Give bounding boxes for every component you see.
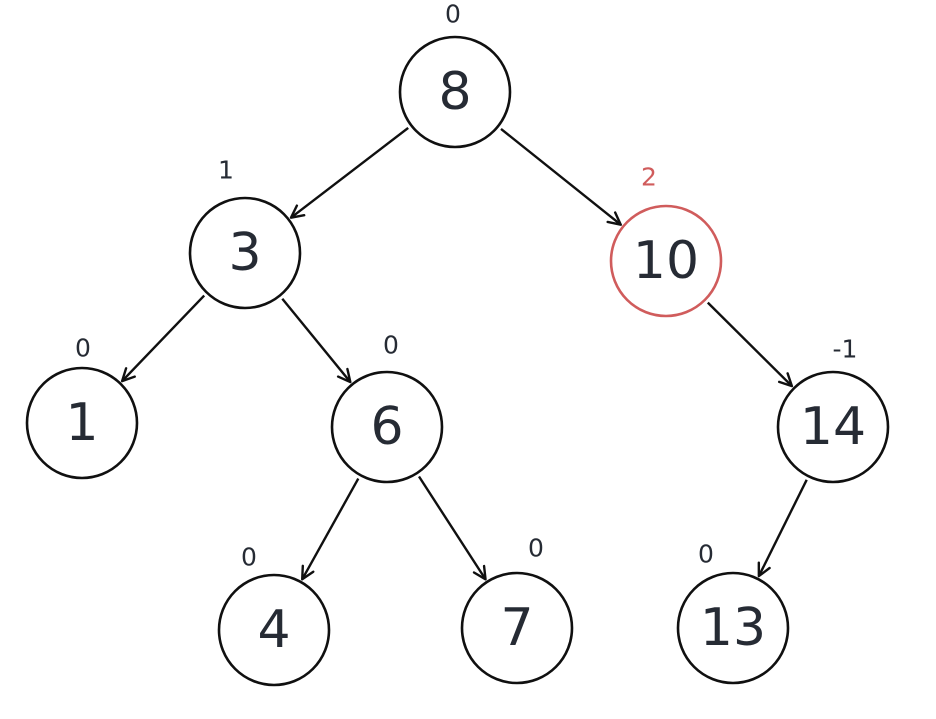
node-balance-label-13: 0: [698, 540, 714, 569]
node-value-13: 13: [700, 598, 766, 658]
edge-8-3: [289, 126, 409, 219]
node-value-3: 3: [228, 223, 261, 283]
tree-node-7: 70: [460, 534, 574, 685]
tree-node-8: 80: [398, 0, 512, 149]
edge-3-6: [281, 297, 352, 384]
edge-3-1: [120, 294, 206, 383]
node-circle-14: [776, 370, 890, 484]
node-value-14: 14: [800, 397, 866, 457]
node-circle-4: [217, 573, 331, 687]
node-balance-label-8: 0: [445, 0, 461, 29]
node-balance-label-10: 2: [641, 163, 657, 192]
tree-node-3: 31: [188, 156, 302, 310]
node-balance-label-3: 1: [218, 156, 234, 185]
tree-node-14: 14 -1: [776, 335, 890, 484]
edge-8-10: [500, 127, 622, 226]
tree-node-13: 13 0: [676, 540, 790, 685]
edge-6-4: [301, 478, 360, 581]
node-balance-label-7: 0: [528, 534, 544, 563]
node-balance-label-1: 0: [75, 334, 91, 363]
node-circle-6: [330, 370, 444, 484]
edge-6-7: [417, 475, 487, 581]
node-balance-label-6: 0: [383, 331, 399, 360]
node-value-4: 4: [257, 600, 290, 660]
edge-14-13: [757, 479, 808, 578]
node-balance-label-4: 0: [241, 543, 257, 572]
node-circle-10: [609, 204, 723, 318]
node-circle-3: [188, 196, 302, 310]
node-value-6: 6: [370, 397, 403, 457]
node-value-10: 10: [633, 231, 699, 291]
node-circle-8: [398, 35, 512, 149]
tree-node-4: 40: [217, 543, 331, 687]
node-value-7: 7: [500, 598, 533, 658]
tree-node-6: 60: [330, 331, 444, 484]
tree-node-10: 10 2: [609, 163, 723, 318]
node-circle-1: [25, 366, 139, 480]
node-value-8: 8: [438, 62, 471, 122]
node-circle-7: [460, 571, 574, 685]
tree-node-1: 10: [25, 334, 139, 480]
edge-10-14: [706, 301, 794, 388]
edges-layer: [120, 126, 808, 581]
node-balance-label-14: -1: [833, 335, 858, 364]
node-value-1: 1: [65, 393, 98, 453]
node-circle-13: [676, 571, 790, 685]
